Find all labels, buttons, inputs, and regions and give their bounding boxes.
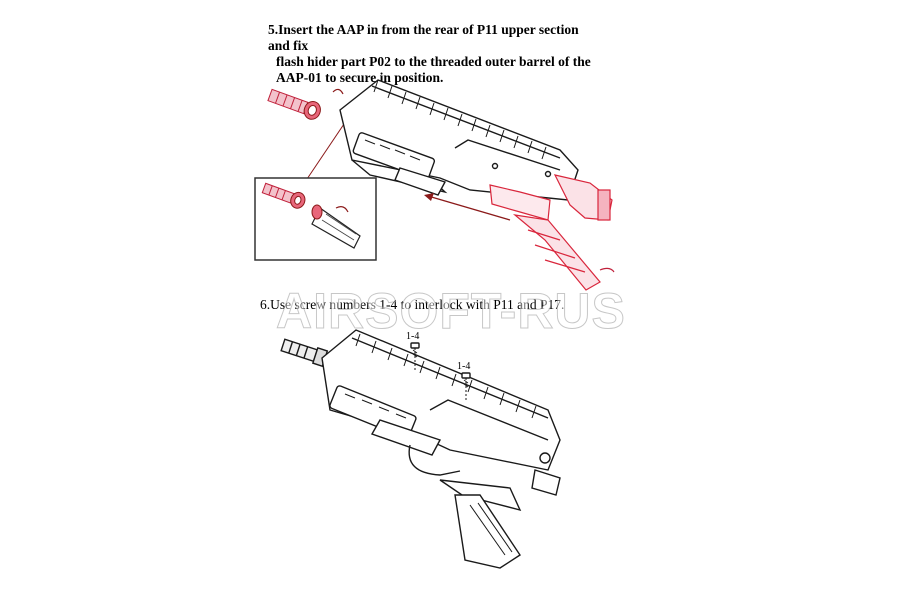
watermark: AIRSOFT-RUS	[276, 283, 626, 340]
screw-a-icon	[410, 342, 420, 372]
step-5-line-3: AAP-01 to secure in position.	[276, 70, 444, 85]
rotation-arrow-icon	[332, 88, 344, 95]
upper-receiver-p11	[339, 79, 579, 201]
detail-inset	[254, 177, 377, 261]
screw-label-a: 1-4	[406, 331, 420, 342]
step-6-instructions: 6.Use screw numbers 1-4 to interlock wit…	[260, 297, 590, 313]
step-5-instructions: 5.Insert the AAP in from the rear of P11…	[268, 22, 598, 86]
lower-receiver-highlight	[489, 174, 615, 291]
step-5-diagram	[254, 79, 615, 291]
step-6-diagram	[280, 329, 561, 569]
flash-hider-part	[267, 88, 321, 120]
insertion-arrow-icon	[424, 193, 511, 221]
pistol-grip	[454, 494, 521, 569]
step-6-line-1: 6.Use screw numbers 1-4 to interlock wit…	[260, 297, 565, 312]
callout-line	[304, 123, 345, 183]
step-5-line-1: 5.Insert the AAP in from the rear of P11…	[268, 22, 579, 53]
flash-hider-installed	[280, 338, 329, 368]
step-5-line-2: flash hider part P02 to the threaded out…	[276, 54, 591, 69]
screw-label-b: 1-4	[457, 361, 471, 372]
screw-b-icon	[461, 372, 471, 402]
